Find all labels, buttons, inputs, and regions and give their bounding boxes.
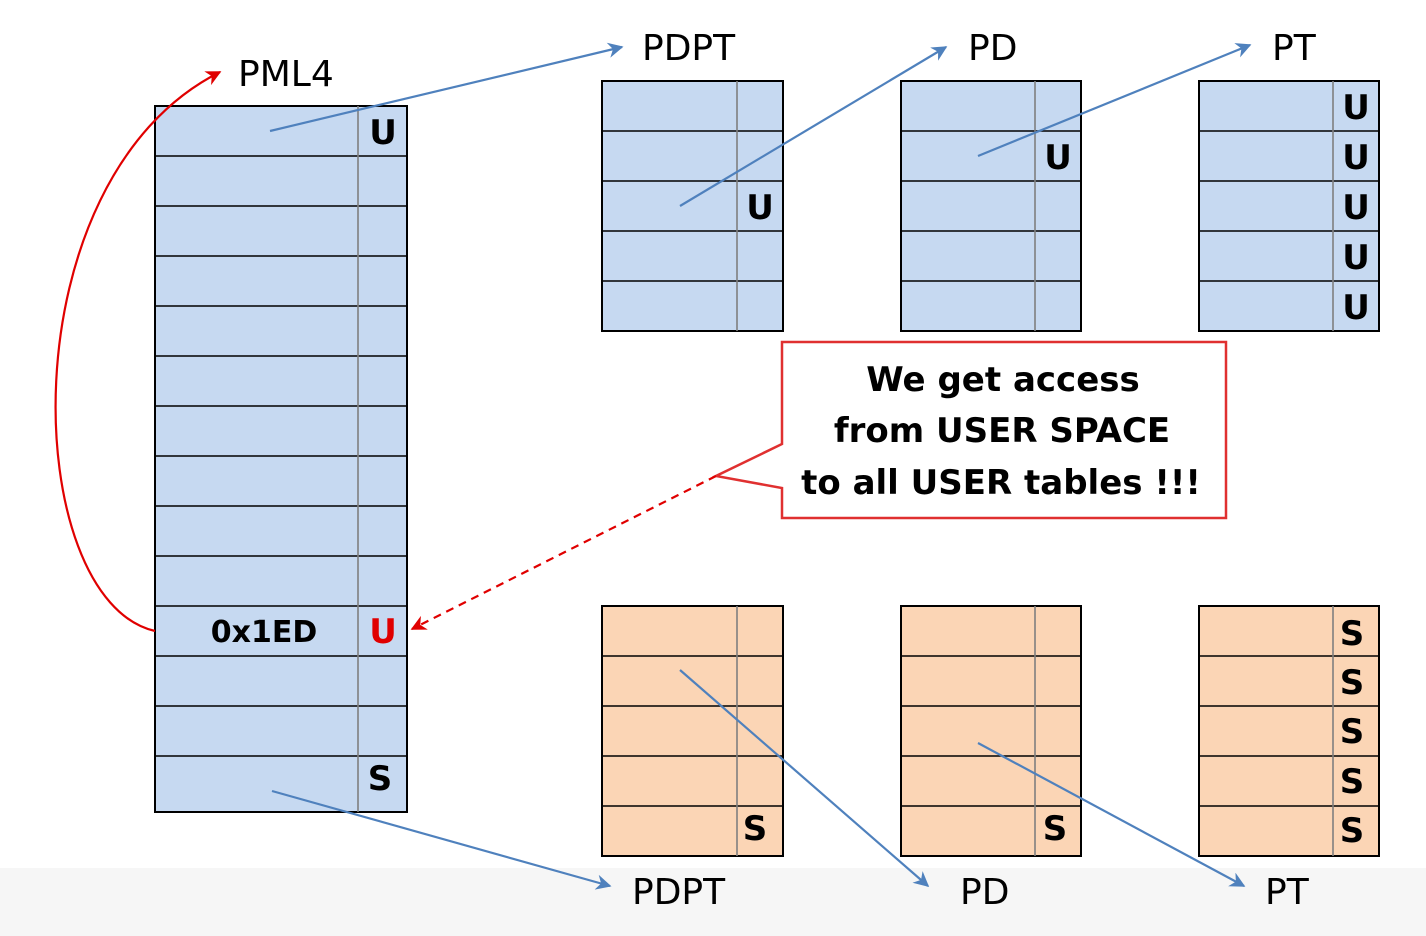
kernel-pt-flag: S: [1340, 663, 1365, 703]
pml4-table: [154, 105, 408, 813]
kernel-pdpt-label: PDPT: [632, 872, 726, 913]
arrow-pml4-to-kernel-pdpt: [271, 789, 612, 890]
user-pd-flag: U: [1044, 138, 1072, 178]
user-pt-flag: U: [1342, 188, 1370, 228]
arrow-user-pdpt-to-user-pd: [679, 46, 948, 207]
user-pd-table: [900, 80, 1082, 332]
kernel-pdpt-flag: S: [743, 809, 768, 849]
user-walk-arrows: [269, 42, 1252, 207]
user-pdpt-label: PDPT: [642, 28, 736, 69]
bottom-band: [0, 868, 1426, 936]
kernel-pt-flag: S: [1340, 712, 1365, 752]
callout-line-3: to all USER tables !!!: [801, 463, 1201, 503]
kernel-pd-label: PD: [960, 872, 1009, 913]
user-pt-flag: U: [1342, 88, 1370, 128]
pml4-label: PML4: [238, 54, 334, 95]
arrow-pml4-to-user-pdpt: [269, 42, 624, 133]
user-pd-label: PD: [968, 28, 1017, 69]
kernel-pd-flag: S: [1043, 809, 1068, 849]
arrow-kernel-pdpt-to-kernel-pd: [679, 669, 930, 888]
arrow-selfref-loop: [54, 71, 222, 633]
user-pdpt-table: [601, 80, 784, 332]
kernel-pt-flag: S: [1340, 762, 1365, 802]
user-pt-table: [1198, 80, 1380, 332]
user-pdpt-flag: U: [746, 188, 774, 228]
kernel-pdpt-table: [601, 605, 784, 857]
arrow-user-pd-to-user-pt: [977, 43, 1252, 158]
user-pt-flag: U: [1342, 138, 1370, 178]
callout-line-1: We get access: [866, 360, 1139, 400]
user-pt-flag: U: [1342, 238, 1370, 278]
user-pt-label: PT: [1272, 28, 1317, 69]
pml4-selfref-flag: U: [369, 612, 397, 652]
kernel-pt-table: [1198, 605, 1380, 857]
callout-box: [712, 340, 1228, 520]
kernel-pt-flag: S: [1340, 811, 1365, 851]
pml4-row-lines: [155, 155, 407, 757]
arrow-kernel-pd-to-kernel-pt: [977, 742, 1246, 887]
kernel-pd-table: [900, 605, 1082, 857]
arrow-callout-to-selfref: [410, 475, 717, 630]
kernel-pt-flag: S: [1340, 614, 1365, 654]
user-pt-flag: U: [1342, 288, 1370, 328]
pml4-bottom-flag: S: [368, 759, 393, 799]
pml4-top-flag: U: [369, 113, 397, 153]
kernel-walk-arrows: [271, 669, 1246, 890]
kernel-pt-label: PT: [1265, 872, 1310, 913]
callout-line-2: from USER SPACE: [834, 411, 1170, 451]
pml4-selfref-index: 0x1ED: [211, 615, 318, 650]
